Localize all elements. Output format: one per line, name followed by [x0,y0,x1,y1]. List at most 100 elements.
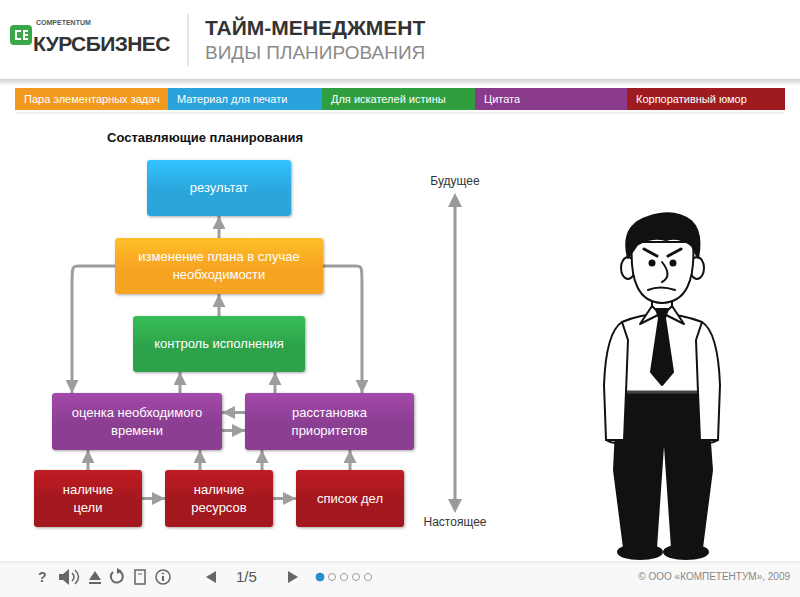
process-box: наличие цели [34,470,142,527]
process-box: наличие ресурсов [165,470,273,527]
businessman-illustration-part [664,545,708,559]
timeline-arrow [448,193,462,513]
businessman-illustration-part [618,391,706,394]
footer-icons-part [135,570,145,584]
logo-icon [10,25,32,45]
process-box: результат [147,160,291,216]
businessman-illustration-part [618,545,662,559]
footer-separator [0,562,800,563]
node-text: контроль исполнения [154,335,284,353]
flow-arrow [87,450,90,470]
footer-icons-part [72,570,79,584]
axis-label: Настоящее [395,515,515,529]
businessman-illustration-part [606,440,624,443]
page-subtitle: ВИДЫ ПЛАНИРОВАНИЯ [205,42,425,64]
businessman-illustration [604,213,720,559]
footer-icons-part [89,582,101,584]
menu-tab: Для искателей истины [322,88,475,110]
flow-arrow [218,294,221,316]
flow-arrow [218,216,221,238]
flow-arrow [222,411,245,414]
node-text: список дел [317,490,383,508]
businessman-illustration-part [644,249,657,256]
businessman-illustration-part [700,440,718,443]
brand-name: КУРСБИЗНЕС [33,32,170,56]
menu-tab: Цитата [475,88,627,110]
header-separator [0,79,800,86]
page-title: ТАЙМ-МЕНЕДЖМЕНТ [205,16,425,40]
footer-icons-part [341,574,348,581]
flow-arrow [323,266,362,393]
node-text: Материал для печати [177,93,287,105]
businessman-illustration-part [604,322,628,440]
node-text: наличие ресурсов [186,481,252,516]
businessman-illustration-part [671,261,676,266]
footer-icons-part [206,571,216,583]
brand-small: COMPETENTUM [36,19,91,26]
footer-icons [59,568,372,585]
footer-icons-part [162,576,164,581]
footer-icons-part [353,574,360,581]
flow-arrow [261,450,264,470]
diagram-title: Составляющие планирования [107,130,303,145]
footer-icons-part [89,571,101,580]
footer-icons-part [138,574,142,575]
businessman-illustration-part [614,388,712,548]
node-text: изменение плана в случае необходимости [134,248,304,283]
page-counter: 1/5 [236,568,257,585]
node-text: оценка необходимого времени [66,404,208,439]
node-text: Корпоративный юмор [636,93,747,105]
footer-icons-part [288,571,298,583]
flow-arrow [349,450,352,470]
menu-tab: Пара элементарных задач [15,88,169,110]
businessman-illustration-part [626,213,699,258]
businessman-illustration-part [650,261,655,266]
process-box: расстановка приоритетов [245,393,414,450]
footer-icons-part [156,570,170,584]
timeline-arrow-part [448,499,462,513]
footer-icons-part [59,569,69,585]
footer-icons-part [111,571,123,583]
process-box: контроль исполнения [133,316,305,372]
flow-arrow [273,497,296,500]
flow-arrow [142,497,165,500]
footer-icons-part [329,574,336,581]
footer-icons-part [316,573,324,581]
businessman-illustration-part [696,322,720,440]
flow-arrow [222,429,245,432]
help-icon: ? [38,569,47,585]
menu-tab: Корпоративный юмор [627,88,785,110]
footer-icons-part [117,568,122,574]
node-text: Для искателей истины [331,93,446,105]
axis-label: Будущее [395,174,515,188]
node-text: расстановка приоритетов [260,404,400,439]
process-box: оценка необходимого времени [52,393,222,450]
footer-icons-part [365,574,372,581]
flow-arrow [179,372,182,393]
businessman-illustration-part [632,242,694,303]
logo-icon-part [23,30,28,40]
flow-arrow [274,372,277,393]
node-text: Пара элементарных задач [24,93,160,105]
tab-underline [15,113,785,114]
timeline-arrow-part [454,204,457,502]
flow-arrow [199,450,202,470]
node-text: наличие цели [55,481,121,516]
menu-tab: Материал для печати [168,88,322,110]
logo-icon-part [10,25,32,45]
header-divider [188,14,189,66]
copyright: © ООО «КОМПЕТЕНТУМ», 2009 [440,571,790,582]
flow-arrow [72,266,115,393]
timeline-arrow-part [448,193,462,207]
businessman-illustration-part [668,249,681,256]
node-text: Цитата [484,93,520,105]
footer-icons-part [162,573,164,575]
footer-bar [0,563,800,597]
process-box: изменение плана в случае необходимости [115,238,323,294]
businessman-illustration-part [651,309,673,385]
businessman-illustration-part [662,262,668,282]
businessman-illustration-part [648,288,675,291]
node-text: результат [190,179,248,197]
logo-icon-part [15,30,21,40]
